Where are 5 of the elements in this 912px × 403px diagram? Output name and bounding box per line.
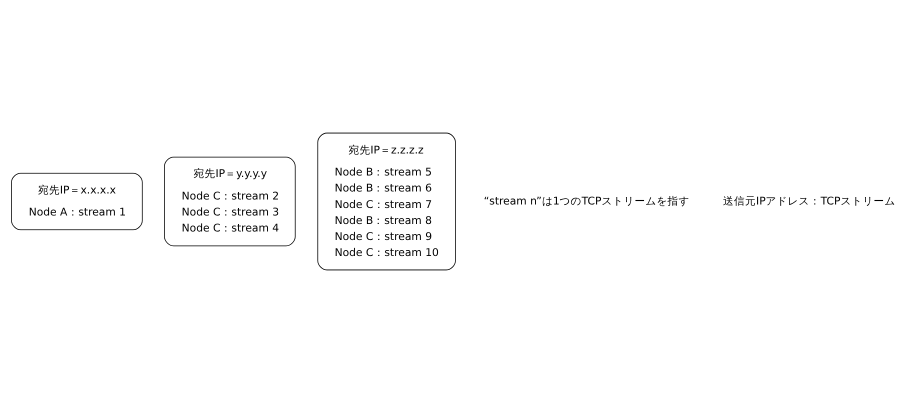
node-box: 宛先IP＝x.x.x.x Node A：stream 1 <box>11 172 143 230</box>
node-box: 宛先IP＝z.z.z.z Node B：stream 5 Node B：stream 6 Node C：stream 7 Node B：stream 8 Node C：stream 9 Node C：stream 10 <box>317 132 456 270</box>
label: “stream n”は1つのTCPストリームを指す <box>484 194 690 208</box>
node-box: 宛先IP＝y.y.y.y Node C：stream 2 Node C：stream 3 Node C：stream 4 <box>164 156 296 246</box>
label: 送信元IPアドレス：TCPストリーム <box>723 194 896 208</box>
